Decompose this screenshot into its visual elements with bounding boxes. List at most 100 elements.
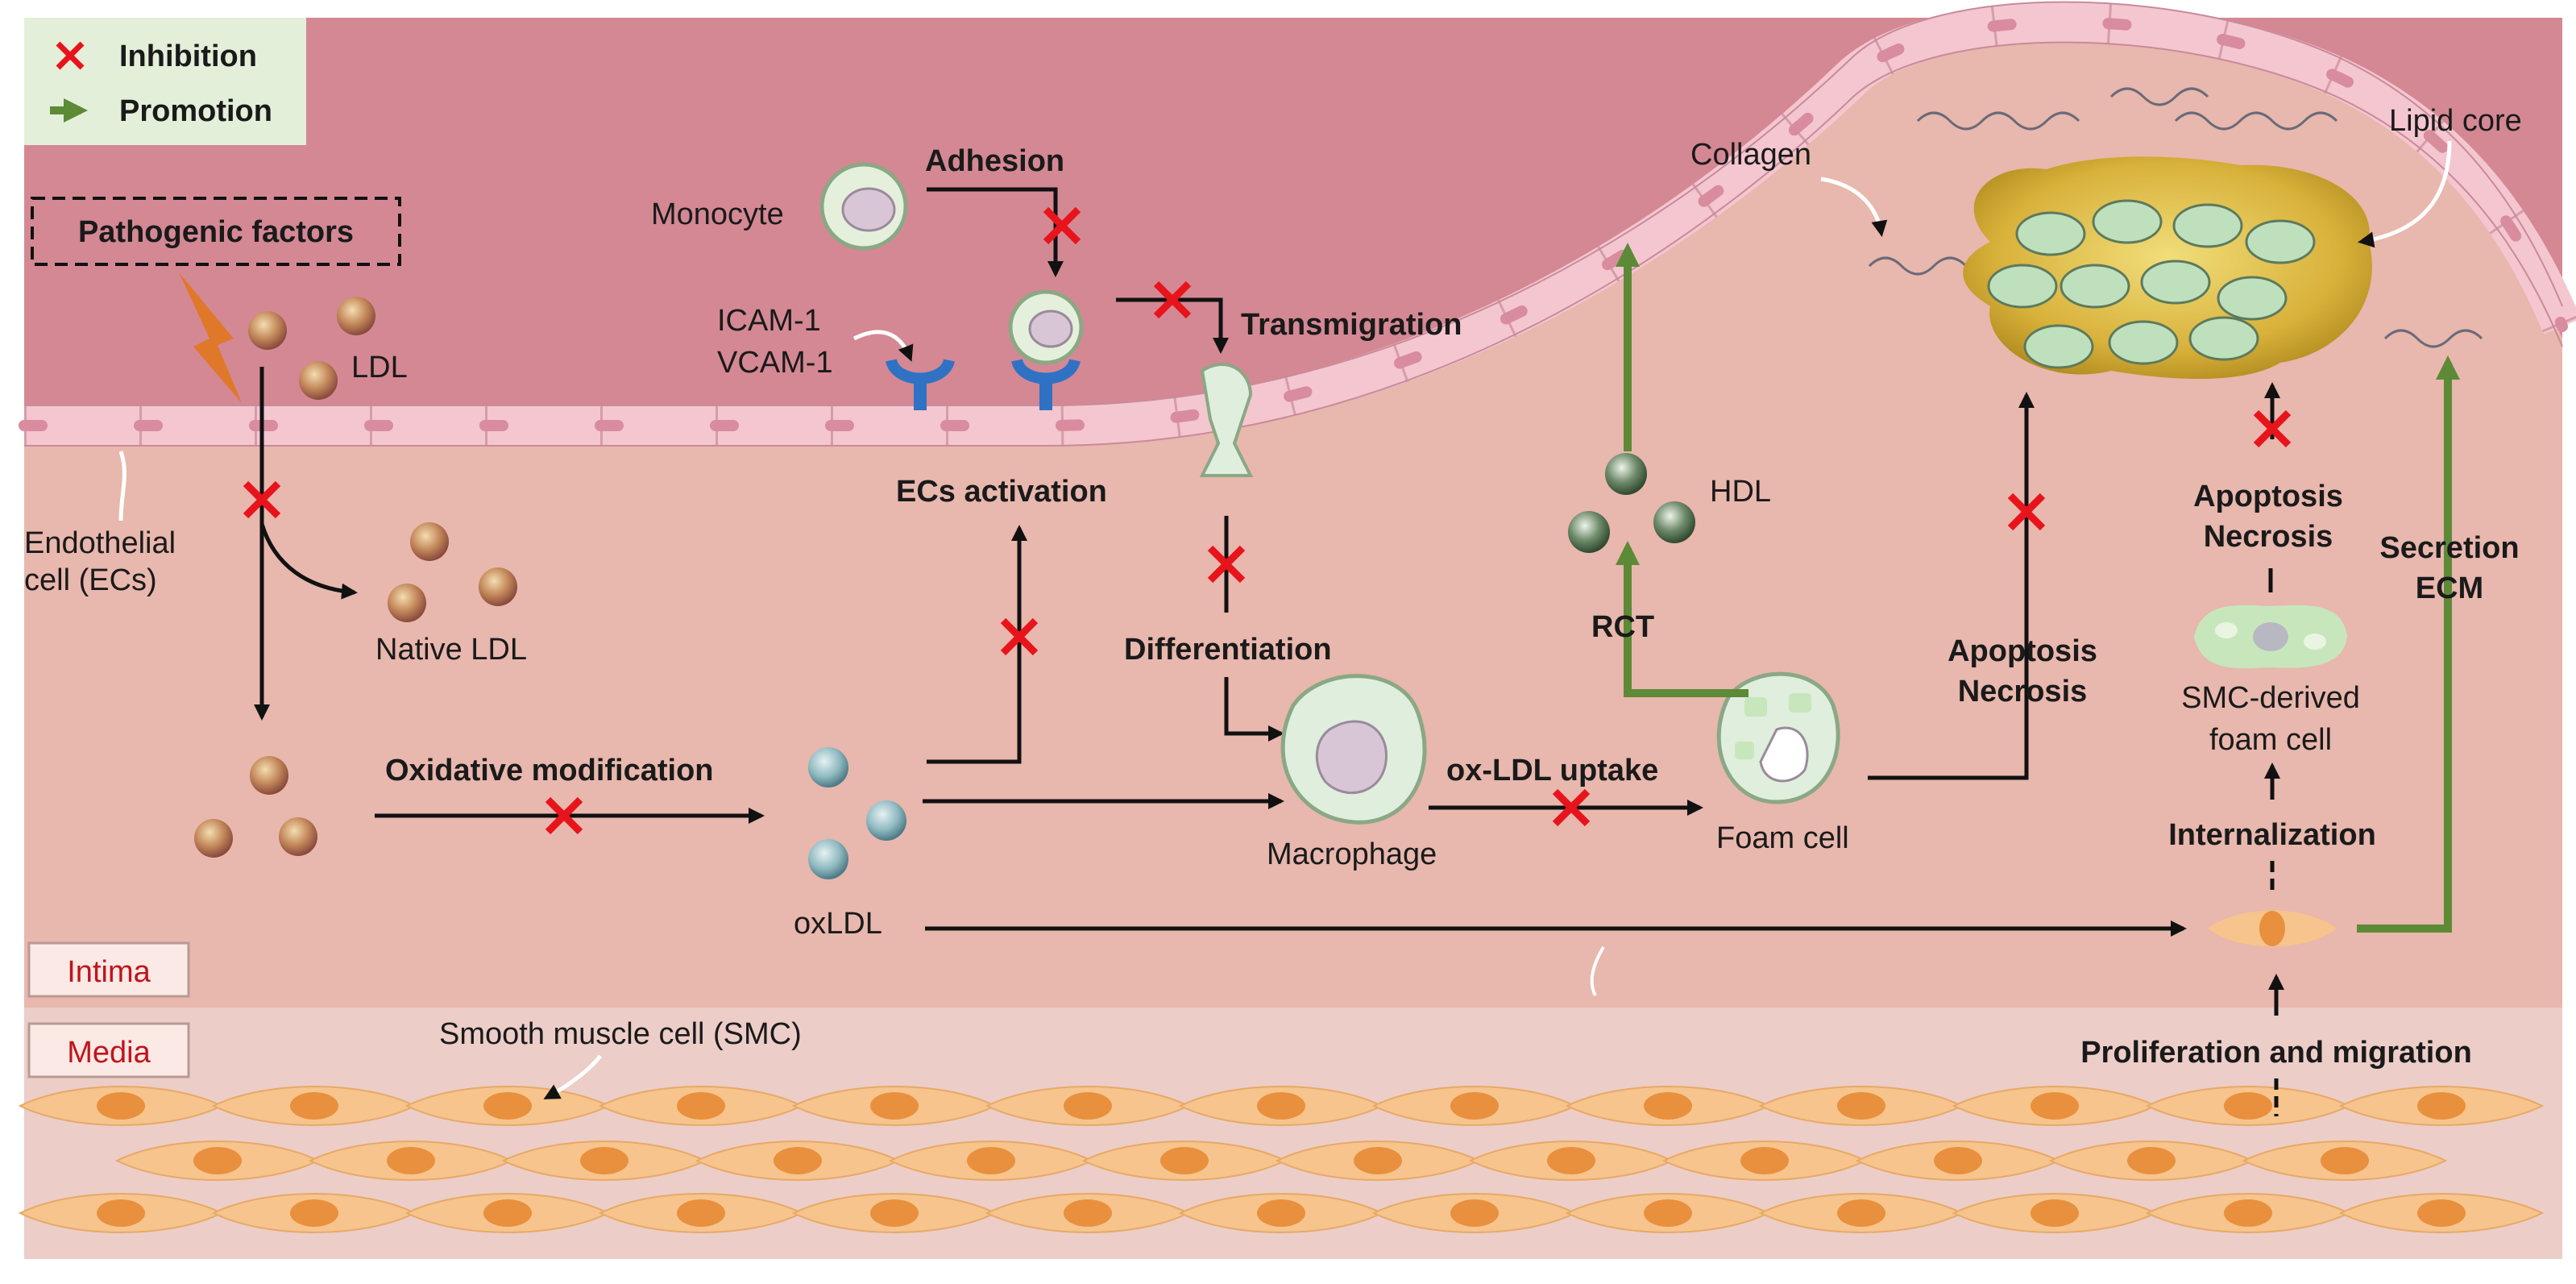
media-label: Media [67, 1036, 151, 1070]
intima-label: Intima [67, 955, 151, 989]
ecs-activation-arrow [927, 525, 1027, 764]
smc-cell [598, 1193, 804, 1233]
necrosis-label-1: Necrosis [1958, 675, 2088, 708]
icam-receptor-icon [886, 358, 955, 410]
smc-cell [2145, 1086, 2351, 1126]
endothelial-pointer [118, 451, 127, 521]
oxldl-particles [808, 747, 906, 879]
smc-cell [2338, 1086, 2545, 1126]
adhesion-inhibition-icon [1043, 206, 1081, 245]
transmigration-arrow [1116, 297, 1229, 354]
native-ldl-arrow [259, 523, 358, 600]
necrotic-foam-cell [2172, 203, 2243, 248]
differentiation-label: Differentiation [1124, 633, 1332, 667]
smc-cell [1371, 1086, 1578, 1126]
collagen-fibers [1868, 87, 2483, 348]
legend-box [24, 18, 306, 145]
foam-apoptosis-inhibition-icon [2007, 492, 2046, 531]
proliferation-migration-label: Proliferation and migration [2080, 1036, 2472, 1070]
transmigration-inhibition-icon [1153, 280, 1192, 319]
intimal-ldl-particles [194, 756, 317, 858]
foam-cell-apoptosis-arrow [1868, 392, 2035, 780]
ldl-particles [248, 297, 375, 400]
adhesion-arrow [927, 187, 1064, 277]
hdl-particles [1568, 453, 1695, 553]
smc-pointer [543, 1054, 602, 1100]
adhesion-label: Adhesion [925, 144, 1064, 178]
foam-cell-label: Foam cell [1716, 821, 1849, 855]
smc-cell [985, 1086, 1191, 1126]
transmigration-label: Transmigration [1241, 308, 1462, 342]
foam-cell-icon [1716, 671, 1840, 804]
macrophage-icon [1280, 674, 1427, 825]
monocyte-icon [819, 162, 908, 251]
smc-cell [2145, 1193, 2351, 1233]
smc-cell [1468, 1141, 1674, 1181]
ldl-label: LDL [351, 351, 408, 384]
pathogenic-factors-label: Pathogenic factors [78, 215, 354, 249]
necrotic-foam-cell [2023, 324, 2094, 369]
smc-cell [2338, 1193, 2545, 1233]
smc-apoptosis-inhibition-icon [2253, 409, 2292, 448]
uptake-inhibition-icon [1552, 788, 1591, 827]
smc-cell [1855, 1141, 2061, 1181]
apoptosis-label-2: Apoptosis [2193, 480, 2343, 513]
smc-cell [308, 1141, 514, 1181]
internalization-label: Internalization [2168, 818, 2376, 852]
rct-label: RCT [1591, 610, 1654, 644]
oxidative-modification-label: Oxidative modification [385, 754, 714, 787]
lipid-core-pointer [2358, 140, 2452, 248]
media-label-box [27, 1022, 190, 1078]
necrotic-foam-cell [2140, 260, 2211, 305]
necrosis-label-2: Necrosis [2204, 520, 2333, 554]
necrotic-foam-cell [2092, 199, 2163, 244]
native-ldl-particles [388, 522, 517, 622]
necrotic-foam-cell [2015, 211, 2086, 256]
smc-cell [501, 1141, 707, 1181]
smc-foam-label-2: foam cell [2209, 723, 2332, 757]
lightning-icon [179, 272, 242, 403]
native-ldl-label: Native LDL [375, 633, 527, 667]
legend-inhibition-label: Inhibition [119, 39, 257, 73]
macrophage-label: Macrophage [1267, 837, 1437, 871]
smc-cell [791, 1086, 998, 1126]
rct-promotion-arrow [1616, 541, 1748, 697]
smc-cell [791, 1193, 998, 1233]
smc-cell [18, 1193, 224, 1233]
smc-cell [1952, 1193, 2158, 1233]
differentiation-inhibition-icon [1207, 545, 1246, 584]
smc-foam-label-1: SMC-derived [2181, 681, 2360, 715]
smc-cell [695, 1141, 901, 1181]
intima-layer [24, 34, 2562, 1008]
intimal-smc-icon [2208, 910, 2337, 947]
necrotic-foam-cell [2245, 219, 2316, 264]
ecm-label: ECM [2416, 571, 2483, 605]
apoptosis-label-1: Apoptosis [1948, 634, 2097, 668]
smc-cell [1758, 1086, 1964, 1126]
endothelial-label-line1: Endothelial [24, 526, 176, 560]
necrotic-foam-cell [2060, 264, 2130, 309]
ldl-influx-inhibition-icon [243, 480, 281, 519]
inhibition-legend-icon [56, 41, 85, 70]
smc-cell [404, 1193, 611, 1233]
smc-cell [888, 1141, 1094, 1181]
lipid-core-label: Lipid core [2389, 104, 2522, 138]
hdl-label: HDL [1710, 475, 1771, 509]
necrotic-foam-cell [1987, 264, 2058, 309]
smc-cell [2048, 1141, 2255, 1181]
endothelium [19, 1, 2576, 447]
monocyte-label: Monocyte [651, 197, 784, 231]
intima-label-box [27, 941, 190, 998]
necrotic-foam-cells [1987, 199, 2316, 369]
smc-cell [211, 1193, 417, 1233]
secretion-ecm-promotion-arrow [2357, 355, 2460, 933]
collagen-label: Collagen [1690, 138, 1811, 172]
endothelial-label-line2: cell (ECs) [24, 563, 157, 597]
ecs-activation-inhibition-icon [1000, 617, 1039, 656]
smc-cell [1178, 1193, 1384, 1233]
ox-ldl-uptake-label: ox-LDL uptake [1446, 754, 1658, 787]
legend: Inhibition Promotion [24, 18, 306, 145]
smc-cell [1178, 1086, 1384, 1126]
vcam-label: VCAM-1 [717, 346, 833, 380]
